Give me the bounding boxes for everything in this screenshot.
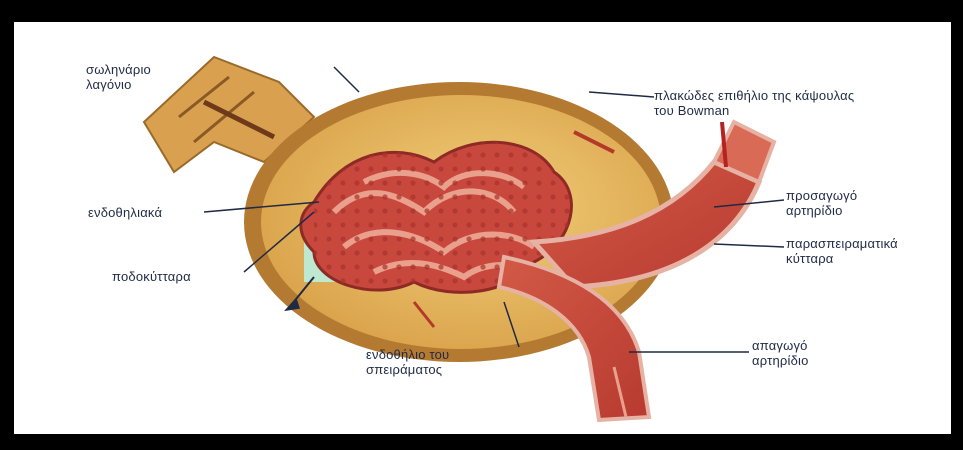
label-afferent-arteriole: προσαγωγό αρτηρίδιο [786, 188, 857, 218]
label-efferent-arteriole: απαγωγό αρτηρίδιο [752, 338, 809, 368]
diagram-canvas: σωληνάριο λαγόνιο πλακώδες επιθήλιο της … [14, 22, 951, 434]
label-capsule-epithelium: πλακώδες επιθήλιο της κάψουλας του Bowma… [654, 88, 854, 118]
label-podocytes: ποδοκύτταρα [112, 269, 191, 284]
label-capillary-tube: σωληνάριο λαγόνιο [86, 62, 151, 92]
label-juxtaglomerular-cells: παρασπειραματικά κύτταρα [786, 236, 898, 266]
kidney-glomerulus-illustration [14, 22, 951, 434]
label-endothelial-cells: ενδοθηλιακά [88, 205, 162, 220]
label-glomerulus-endothelium: ενδοθήλιο του σπειράματος [366, 347, 449, 377]
